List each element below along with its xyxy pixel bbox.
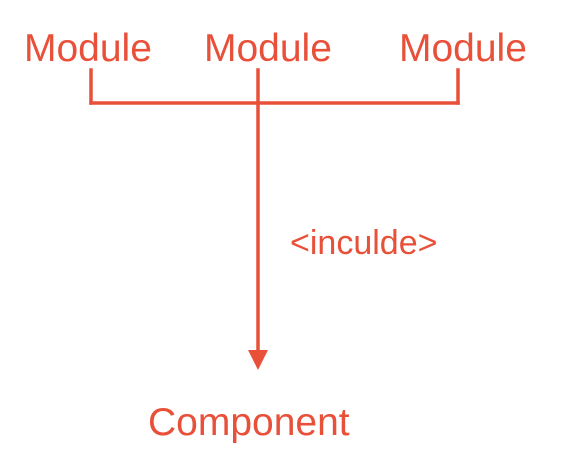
include-relation-label: <inculde>: [290, 224, 438, 262]
module-label-right: Module: [399, 27, 527, 70]
module-label-left: Module: [24, 27, 152, 70]
arrow-head: [248, 350, 268, 370]
module-label-middle: Module: [204, 27, 332, 70]
component-label: Component: [148, 401, 350, 444]
